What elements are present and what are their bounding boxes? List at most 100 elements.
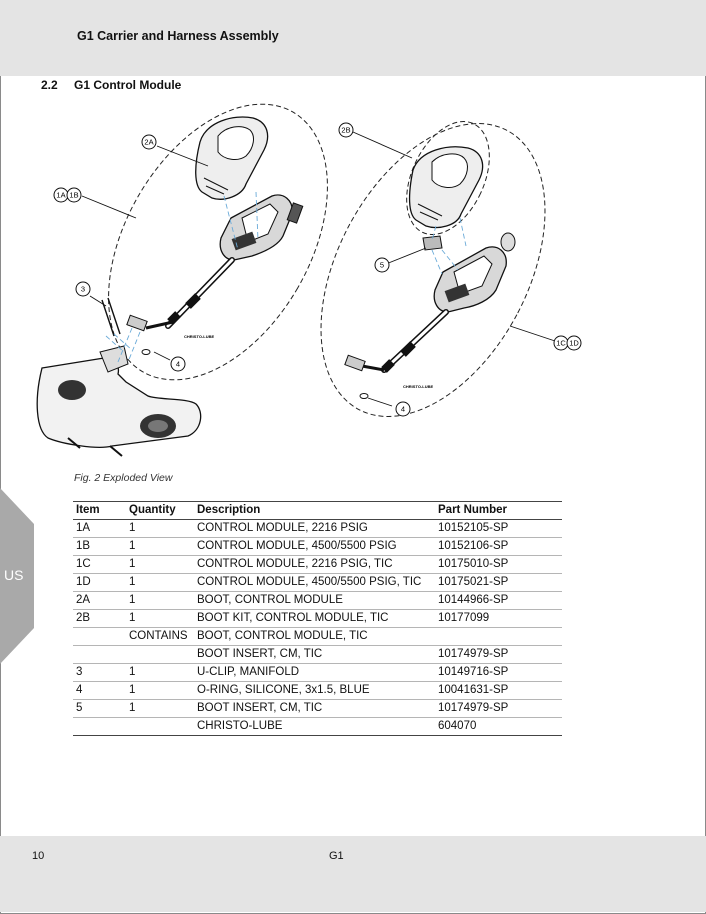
table-row: 1B 1 CONTROL MODULE, 4500/5500 PSIG 1015… bbox=[73, 537, 562, 556]
cell-quantity: 1 bbox=[126, 681, 194, 700]
lube-label-left: CHRISTO-LUBE bbox=[184, 334, 214, 339]
page-header: G1 Carrier and Harness Assembly bbox=[0, 0, 706, 76]
cell-part-number: 10152106-SP bbox=[435, 537, 562, 556]
document-code: G1 bbox=[329, 850, 344, 862]
svg-text:3: 3 bbox=[81, 285, 85, 294]
svg-text:1B: 1B bbox=[69, 191, 78, 200]
svg-text:1A: 1A bbox=[56, 191, 65, 200]
cell-part-number: 604070 bbox=[435, 717, 562, 736]
cell-description: CONTROL MODULE, 4500/5500 PSIG, TIC bbox=[194, 573, 435, 592]
exploded-guide-lines bbox=[105, 191, 467, 363]
parts-table-header-row: Item Quantity Description Part Number bbox=[73, 501, 562, 520]
callout-4-left: 4 bbox=[170, 356, 186, 372]
cell-part-number: 10177099 bbox=[435, 609, 562, 628]
table-row: 1D 1 CONTROL MODULE, 4500/5500 PSIG, TIC… bbox=[73, 573, 562, 592]
page-footer: 10 G1 bbox=[0, 836, 706, 912]
svg-text:4: 4 bbox=[176, 360, 180, 369]
table-row: 1C 1 CONTROL MODULE, 2216 PSIG, TIC 1017… bbox=[73, 555, 562, 574]
exploded-view-figure: 2A 1A 1B 3 4 2B 5 1C 1D 4 CHRISTO-LUBE C… bbox=[36, 103, 582, 457]
cell-item: 1C bbox=[73, 555, 126, 574]
harness-plate-illustration bbox=[36, 345, 202, 457]
table-row: 3 1 U-CLIP, MANIFOLD 10149716-SP bbox=[73, 663, 562, 682]
cell-quantity bbox=[126, 645, 194, 664]
column-header-part-number: Part Number bbox=[435, 501, 562, 520]
cell-quantity: CONTAINS bbox=[126, 627, 194, 646]
table-row: 1A 1 CONTROL MODULE, 2216 PSIG 10152105-… bbox=[73, 519, 562, 538]
cell-item: 1B bbox=[73, 537, 126, 556]
cell-part-number: 10041631-SP bbox=[435, 681, 562, 700]
callout-5: 5 bbox=[374, 257, 390, 273]
svg-text:5: 5 bbox=[380, 261, 384, 270]
cell-description: BOOT KIT, CONTROL MODULE, TIC bbox=[194, 609, 435, 628]
column-header-item: Item bbox=[73, 501, 126, 520]
left-control-module-illustration bbox=[126, 194, 304, 332]
cell-part-number: 10174979-SP bbox=[435, 645, 562, 664]
svg-text:2A: 2A bbox=[144, 138, 153, 147]
header-title: G1 Carrier and Harness Assembly bbox=[77, 29, 279, 43]
left-module-dashed-boundary bbox=[108, 103, 328, 381]
left-boot-illustration bbox=[195, 116, 269, 200]
left-oring-illustration bbox=[141, 349, 151, 355]
leader-lines bbox=[81, 131, 559, 407]
cell-part-number bbox=[435, 627, 562, 646]
cell-quantity: 1 bbox=[126, 537, 194, 556]
table-row: 2B 1 BOOT KIT, CONTROL MODULE, TIC 10177… bbox=[73, 609, 562, 628]
cell-part-number: 10152105-SP bbox=[435, 519, 562, 538]
right-insert-illustration bbox=[422, 235, 443, 251]
callout-1a-1b: 1A 1B bbox=[53, 187, 82, 203]
cell-item bbox=[73, 645, 126, 664]
cell-description: BOOT, CONTROL MODULE, TIC bbox=[194, 627, 435, 646]
svg-text:2B: 2B bbox=[341, 126, 350, 135]
cell-description: O-RING, SILICONE, 3x1.5, BLUE bbox=[194, 681, 435, 700]
cell-description: U-CLIP, MANIFOLD bbox=[194, 663, 435, 682]
right-module-dashed-boundary bbox=[320, 121, 546, 417]
side-language-tab bbox=[0, 488, 34, 664]
table-row: BOOT INSERT, CM, TIC 10174979-SP bbox=[73, 645, 562, 664]
page-number: 10 bbox=[32, 850, 45, 862]
column-header-description: Description bbox=[194, 501, 435, 520]
svg-text:1D: 1D bbox=[569, 339, 579, 348]
section-number: 2.2 bbox=[41, 78, 58, 92]
cell-description: BOOT INSERT, CM, TIC bbox=[194, 645, 435, 664]
svg-text:4: 4 bbox=[401, 405, 405, 414]
lube-label-right: CHRISTO-LUBE bbox=[403, 384, 433, 389]
cell-description: CONTROL MODULE, 2216 PSIG bbox=[194, 519, 435, 538]
column-header-quantity: Quantity bbox=[126, 501, 194, 520]
cell-item: 2B bbox=[73, 609, 126, 628]
cell-quantity: 1 bbox=[126, 699, 194, 718]
cell-part-number: 10149716-SP bbox=[435, 663, 562, 682]
side-tab-label: US bbox=[4, 567, 24, 583]
cell-description: BOOT INSERT, CM, TIC bbox=[194, 699, 435, 718]
cell-description: CHRISTO-LUBE bbox=[194, 717, 435, 736]
callout-4-right: 4 bbox=[395, 401, 411, 417]
cell-part-number: 10175021-SP bbox=[435, 573, 562, 592]
table-row: 5 1 BOOT INSERT, CM, TIC 10174979-SP bbox=[73, 699, 562, 718]
cell-quantity: 1 bbox=[126, 555, 194, 574]
right-control-module-illustration bbox=[344, 232, 516, 373]
callout-2a: 2A bbox=[141, 134, 157, 150]
cell-quantity bbox=[126, 717, 194, 736]
cell-quantity: 1 bbox=[126, 591, 194, 610]
figure-caption: Fig. 2 Exploded View bbox=[74, 472, 173, 484]
cell-description: CONTROL MODULE, 2216 PSIG, TIC bbox=[194, 555, 435, 574]
callout-1c-1d: 1C 1D bbox=[553, 335, 582, 351]
table-row: CONTAINS BOOT, CONTROL MODULE, TIC bbox=[73, 627, 562, 646]
cell-quantity: 1 bbox=[126, 609, 194, 628]
right-boot-illustration bbox=[408, 146, 484, 229]
callout-3: 3 bbox=[75, 281, 91, 297]
table-row: 4 1 O-RING, SILICONE, 3x1.5, BLUE 100416… bbox=[73, 681, 562, 700]
left-uclip-illustration bbox=[101, 297, 121, 337]
cell-item: 5 bbox=[73, 699, 126, 718]
cell-description: CONTROL MODULE, 4500/5500 PSIG bbox=[194, 537, 435, 556]
parts-table: Item Quantity Description Part Number 1A… bbox=[73, 501, 562, 736]
cell-description: BOOT, CONTROL MODULE bbox=[194, 591, 435, 610]
section-title: G1 Control Module bbox=[74, 78, 182, 92]
cell-quantity: 1 bbox=[126, 663, 194, 682]
cell-quantity: 1 bbox=[126, 573, 194, 592]
cell-item: 1A bbox=[73, 519, 126, 538]
cell-part-number: 10175010-SP bbox=[435, 555, 562, 574]
cell-item: 2A bbox=[73, 591, 126, 610]
table-row: 2A 1 BOOT, CONTROL MODULE 10144966-SP bbox=[73, 591, 562, 610]
cell-item: 1D bbox=[73, 573, 126, 592]
cell-quantity: 1 bbox=[126, 519, 194, 538]
